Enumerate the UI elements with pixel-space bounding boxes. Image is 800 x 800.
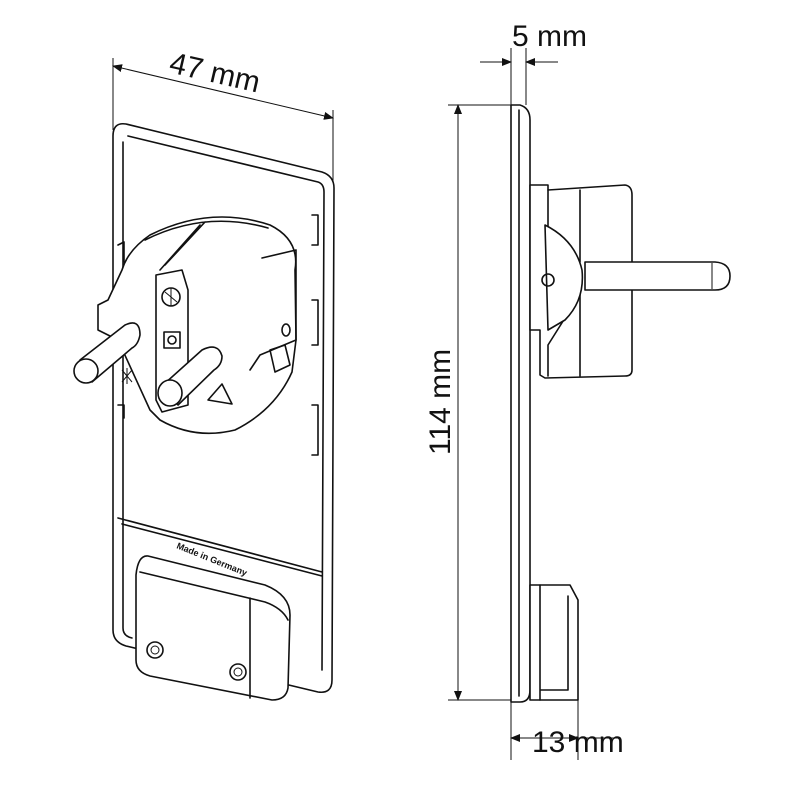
- total-depth-dimension: 13 mm: [510, 700, 624, 760]
- plate-profile: [510, 104, 531, 703]
- plate-depth-label: 5 mm: [512, 20, 587, 53]
- width-label: 47 mm: [166, 47, 263, 100]
- height-dimension: 114 mm: [424, 104, 512, 701]
- cable-cover: [135, 555, 291, 701]
- side-view: 5 mm 114 mm 13 mm: [424, 20, 731, 760]
- earth-symbol: [121, 368, 133, 384]
- logo-mark: [207, 383, 233, 405]
- total-depth-label: 13 mm: [532, 726, 624, 759]
- cable-cover-profile: [529, 584, 579, 701]
- plate-inner-rim: [127, 135, 325, 671]
- plug-side-profile: [529, 184, 731, 379]
- left-pin: [73, 322, 141, 384]
- side-pin: [584, 261, 731, 291]
- front-view: 47 mm: [73, 47, 335, 701]
- right-pin: [157, 346, 223, 407]
- plate-depth-dimension: 5 mm: [480, 20, 587, 105]
- height-label: 114 mm: [424, 349, 457, 455]
- plug-body: [73, 216, 297, 435]
